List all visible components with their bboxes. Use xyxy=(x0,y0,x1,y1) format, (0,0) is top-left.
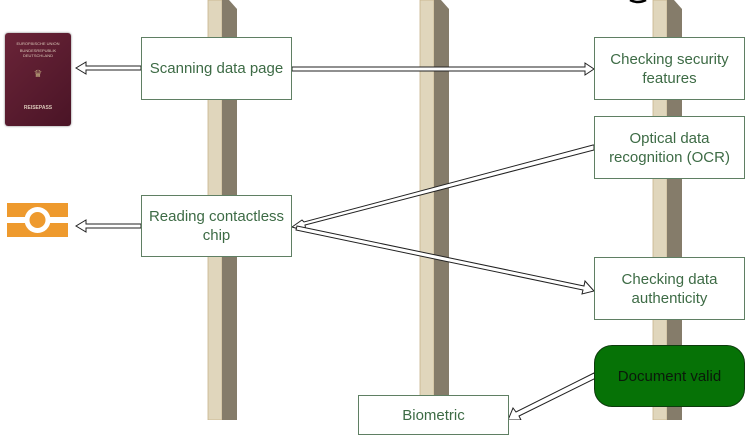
arrow-valid-to-biometric xyxy=(507,372,597,420)
eagle-icon: ♛ xyxy=(33,69,43,80)
passport-label: REISEPASS xyxy=(23,105,53,111)
document-valid-box: Document valid xyxy=(594,345,745,407)
passport-image: EUROPÄISCHE UNION BUNDESREPUBLIK DEUTSCH… xyxy=(5,33,71,126)
checking-security-box: Checking security features xyxy=(594,37,745,100)
passport-text: EUROPÄISCHE UNION xyxy=(16,41,60,46)
arrow-to-passport xyxy=(75,61,142,75)
arrow-chip-to-authenticity xyxy=(295,225,595,295)
diagram-canvas xyxy=(75,0,682,420)
scanning-data-page-box: Scanning data page xyxy=(141,37,292,100)
checking-authenticity-box: Checking data authenticity xyxy=(594,257,745,320)
arrow-to-chip xyxy=(75,219,142,233)
ocr-box: Optical data recognition (OCR) xyxy=(594,116,745,179)
biometric-box: Biometric xyxy=(358,395,509,435)
arrow-to-security xyxy=(291,62,595,76)
reading-chip-box: Reading contactless chip xyxy=(141,195,292,257)
contactless-chip-icon xyxy=(7,203,68,237)
passport-text: BUNDESREPUBLIK DEUTSCHLAND xyxy=(19,48,57,58)
pillar-middle xyxy=(419,0,449,420)
curve-fragment xyxy=(629,0,647,4)
arrow-ocr-to-chip xyxy=(290,144,595,232)
